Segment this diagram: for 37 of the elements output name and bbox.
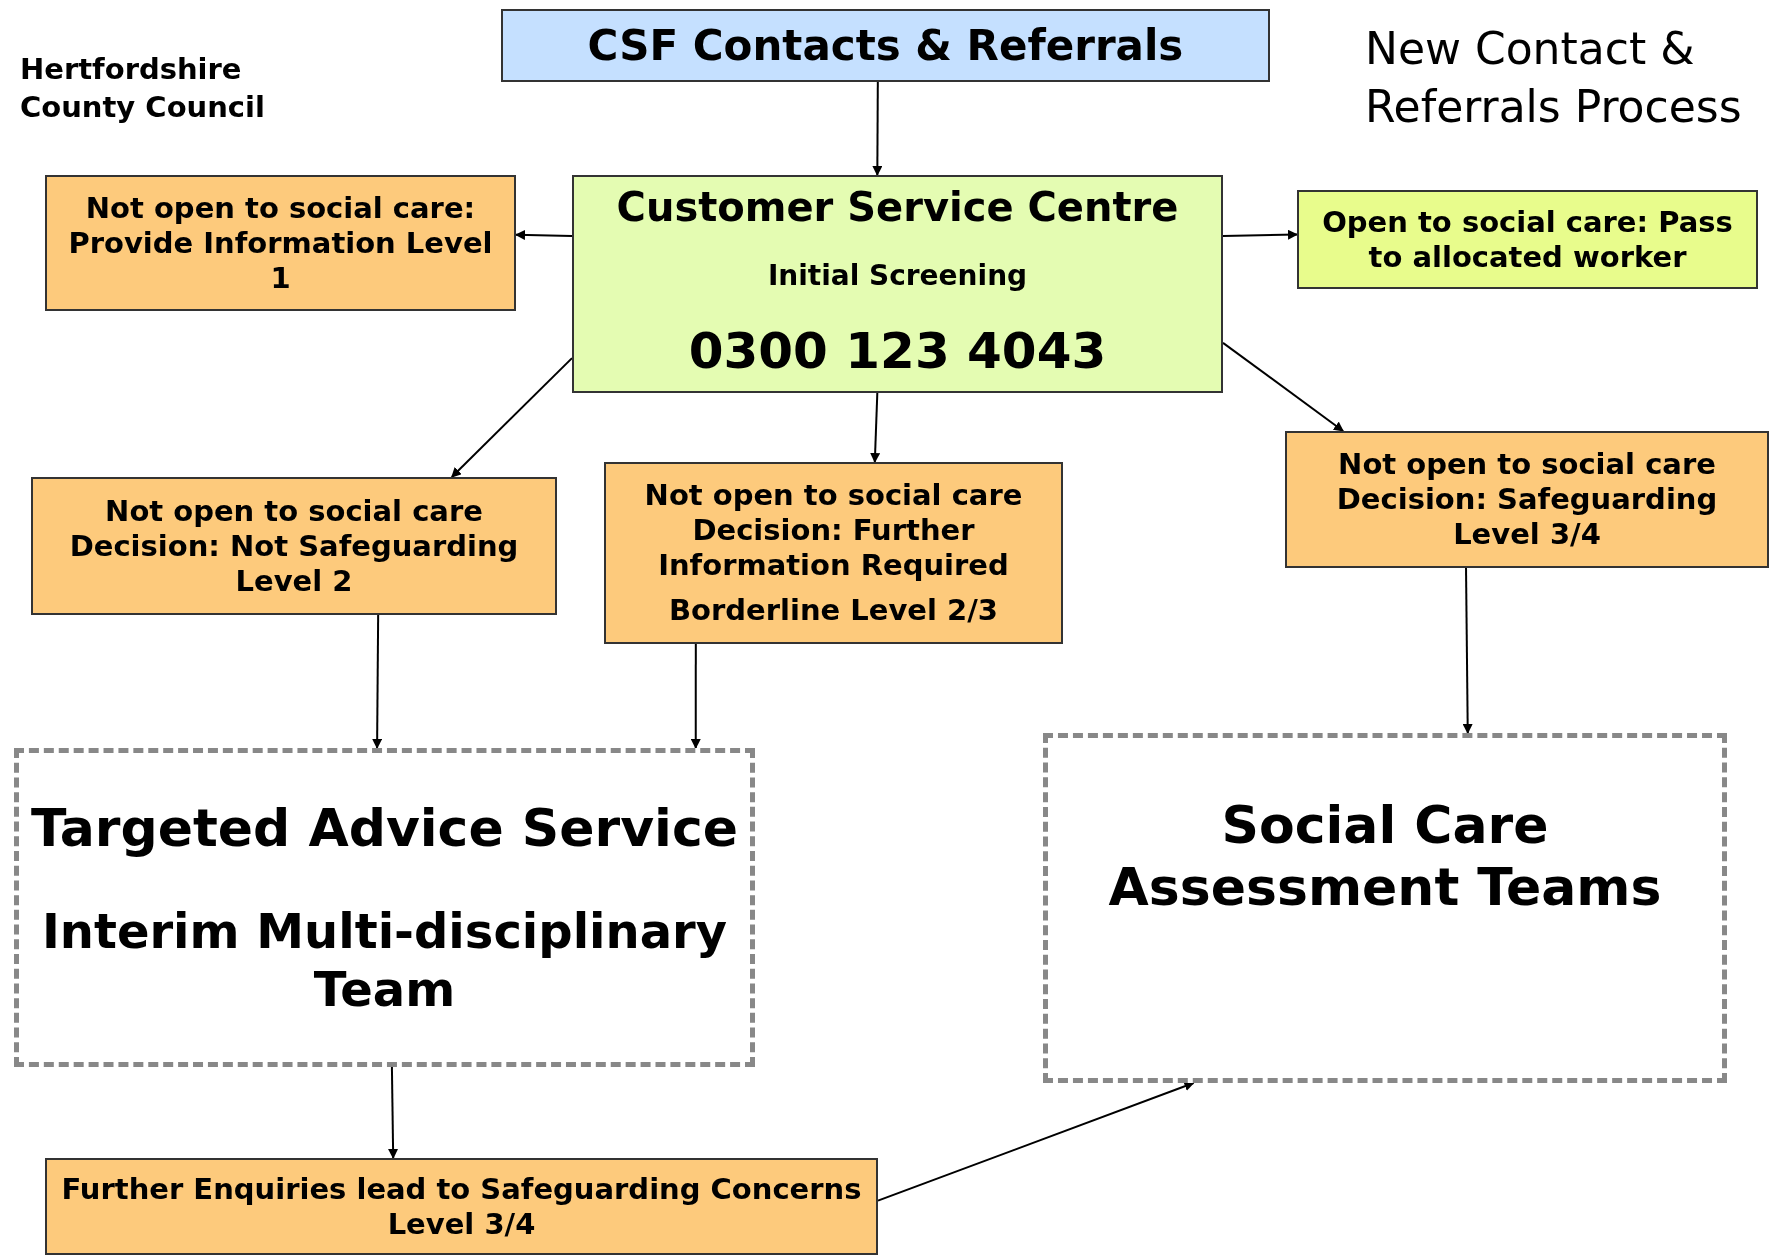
node-title: Not open to social care Decision: Safeguarding Level 3/4 (1335, 447, 1719, 552)
decision-box (31, 477, 557, 615)
node-title: CSF Contacts & Referrals (587, 20, 1184, 71)
arrow (388, 1066, 399, 1159)
arrow (1222, 341, 1345, 432)
organisation-name: Hertfordshire County Council (20, 51, 266, 126)
node-text: Initial Screening (767, 259, 1028, 293)
arrow (1462, 567, 1473, 734)
arrow (372, 614, 383, 749)
node-title: Open to social care: Pass to allocated worker (1321, 204, 1734, 275)
node-title: Not open to social care: Provide Information Level 1 (67, 190, 494, 296)
arrow (515, 230, 573, 241)
arrow (877, 1081, 1195, 1202)
decision-box (45, 175, 516, 311)
arrow (690, 643, 701, 749)
process-box (1297, 190, 1758, 289)
node-title: Customer Service Centre (616, 183, 1179, 231)
process-box (45, 1158, 878, 1255)
arrow (1222, 229, 1298, 240)
node-title: Targeted Advice Service (31, 796, 738, 859)
node-title: Not open to social care Decision: Further Information Required (643, 478, 1024, 583)
process-box (572, 175, 1223, 393)
node-text: Borderline Level 2/3 (668, 593, 999, 628)
node-title: Social Care Assessment Teams (1107, 794, 1663, 918)
team-box (14, 748, 755, 1067)
node-text: Interim Multi-disciplinary Team (40, 902, 729, 1019)
diagram-title: New Contact & Referrals Process (1365, 22, 1743, 134)
node-title: Further Enquiries lead to Safeguarding Concerns Level 3/4 (60, 1171, 863, 1242)
team-box (1043, 733, 1727, 1083)
header-box (501, 9, 1270, 82)
node-title: Not open to social care Decision: Not Safeguarding Level 2 (68, 493, 520, 599)
node-text: 0300 123 4043 (688, 321, 1107, 381)
decision-box (604, 462, 1063, 644)
arrow (450, 357, 573, 478)
arrow (872, 81, 883, 176)
decision-box (1285, 431, 1769, 568)
arrow (870, 392, 881, 463)
